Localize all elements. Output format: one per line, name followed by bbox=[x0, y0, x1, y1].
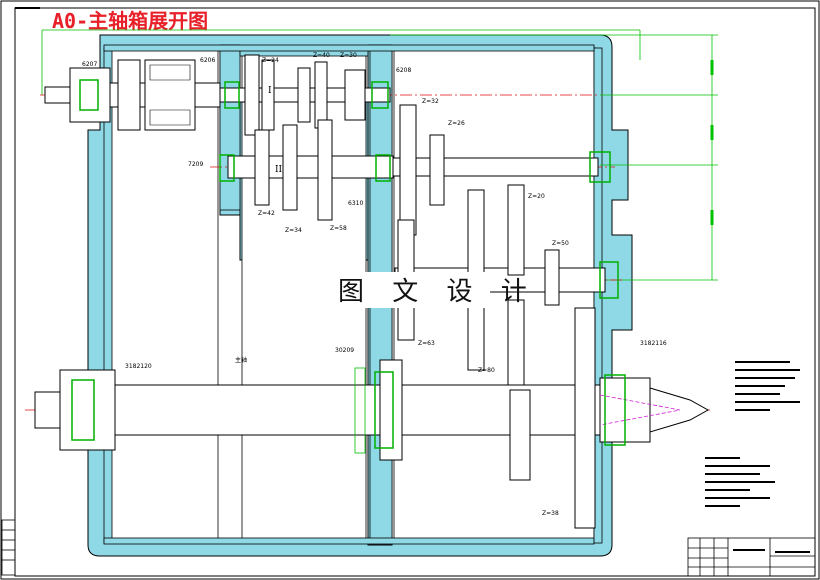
shaft-1-label: I bbox=[268, 86, 272, 96]
callout-labels: Z=24 Z=40 Z=30 Z=32 Z=26 Z=42 Z=34 Z=58 … bbox=[82, 52, 667, 517]
bearing-label: 30209 bbox=[335, 347, 354, 354]
inner-border bbox=[14, 7, 816, 577]
gear-label: Z=42 bbox=[258, 210, 275, 217]
gear-label: Z=50 bbox=[552, 240, 569, 247]
gear-label: Z=38 bbox=[542, 510, 559, 517]
main-spindle-label: 主轴 bbox=[235, 356, 247, 364]
shaft-2: II bbox=[210, 104, 615, 236]
technical-notes-lower bbox=[705, 457, 775, 507]
gear-label: Z=58 bbox=[330, 225, 347, 232]
gear-label: Z=32 bbox=[422, 98, 439, 105]
gear-label: Z=24 bbox=[262, 57, 279, 64]
gear-label: Z=26 bbox=[448, 120, 465, 127]
bearing-label: 7209 bbox=[188, 161, 203, 168]
bearing-label: 6208 bbox=[396, 67, 411, 74]
shaft-2-label: II bbox=[275, 165, 283, 175]
technical-notes-upper bbox=[735, 361, 800, 411]
gear-label: Z=63 bbox=[418, 340, 435, 347]
bearing-label: 3182116 bbox=[640, 340, 667, 347]
title-block bbox=[687, 537, 816, 577]
gear-label: Z=34 bbox=[285, 227, 302, 234]
watermark-text: 图 文 设 计 bbox=[338, 277, 537, 307]
gear-label: Z=30 bbox=[340, 52, 357, 59]
bearing-label: 6206 bbox=[200, 57, 215, 64]
gear-label: Z=20 bbox=[528, 193, 545, 200]
bearing-label: 6207 bbox=[82, 61, 97, 68]
gear-label: Z=40 bbox=[313, 52, 330, 59]
shaft-1: I bbox=[40, 54, 600, 136]
drawing-title: A0-主轴箱展开图 bbox=[52, 9, 208, 33]
main-spindle: 主轴 bbox=[25, 307, 710, 529]
gear-label: Z=80 bbox=[478, 367, 495, 374]
watermark-background bbox=[330, 272, 490, 308]
revision-block bbox=[1, 519, 16, 576]
dimension-lines bbox=[41, 29, 718, 281]
bearing-label: 6310 bbox=[348, 200, 363, 207]
bearing-label: 3182120 bbox=[125, 363, 152, 370]
